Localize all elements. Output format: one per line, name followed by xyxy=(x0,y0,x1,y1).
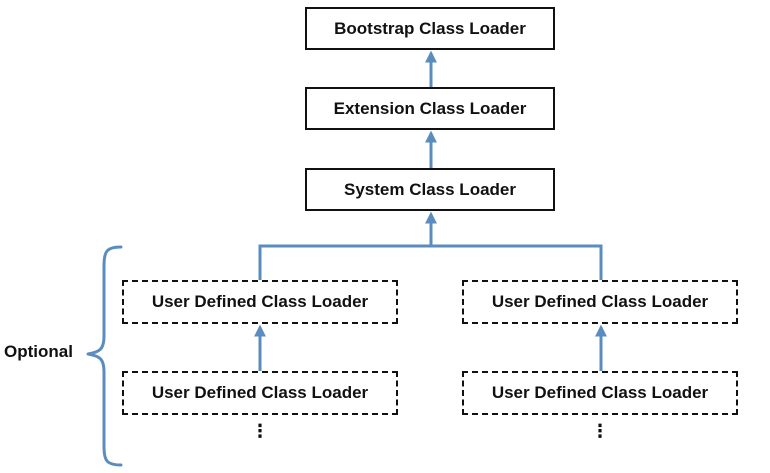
system-class-loader-node: System Class Loader xyxy=(305,168,555,211)
extension-class-loader-node: Extension Class Loader xyxy=(305,87,555,130)
user-defined-class-loader-left-child-node: User Defined Class Loader xyxy=(122,371,398,415)
user-defined-class-loader-label: User Defined Class Loader xyxy=(151,383,369,402)
left-continuation-ellipsis: ⋮ xyxy=(251,421,269,441)
optional-brace xyxy=(86,245,123,467)
user-defined-class-loader-right-parent-node: User Defined Class Loader xyxy=(462,280,738,324)
user-defined-class-loader-label: User Defined Class Loader xyxy=(491,292,709,311)
user-defined-class-loader-left-parent-node: User Defined Class Loader xyxy=(122,280,398,324)
user-defined-class-loader-label: User Defined Class Loader xyxy=(151,292,369,311)
bootstrap-class-loader-node: Bootstrap Class Loader xyxy=(305,7,555,50)
connector-user-defined-to-system xyxy=(258,244,603,280)
optional-group-label: Optional xyxy=(4,342,73,361)
right-continuation-ellipsis: ⋮ xyxy=(591,421,609,441)
user-defined-class-loader-right-child-node: User Defined Class Loader xyxy=(462,371,738,415)
bootstrap-class-loader-label: Bootstrap Class Loader xyxy=(334,18,526,38)
extension-class-loader-label: Extension Class Loader xyxy=(333,98,527,118)
user-defined-class-loader-label: User Defined Class Loader xyxy=(491,383,709,402)
system-class-loader-label: System Class Loader xyxy=(344,179,516,199)
